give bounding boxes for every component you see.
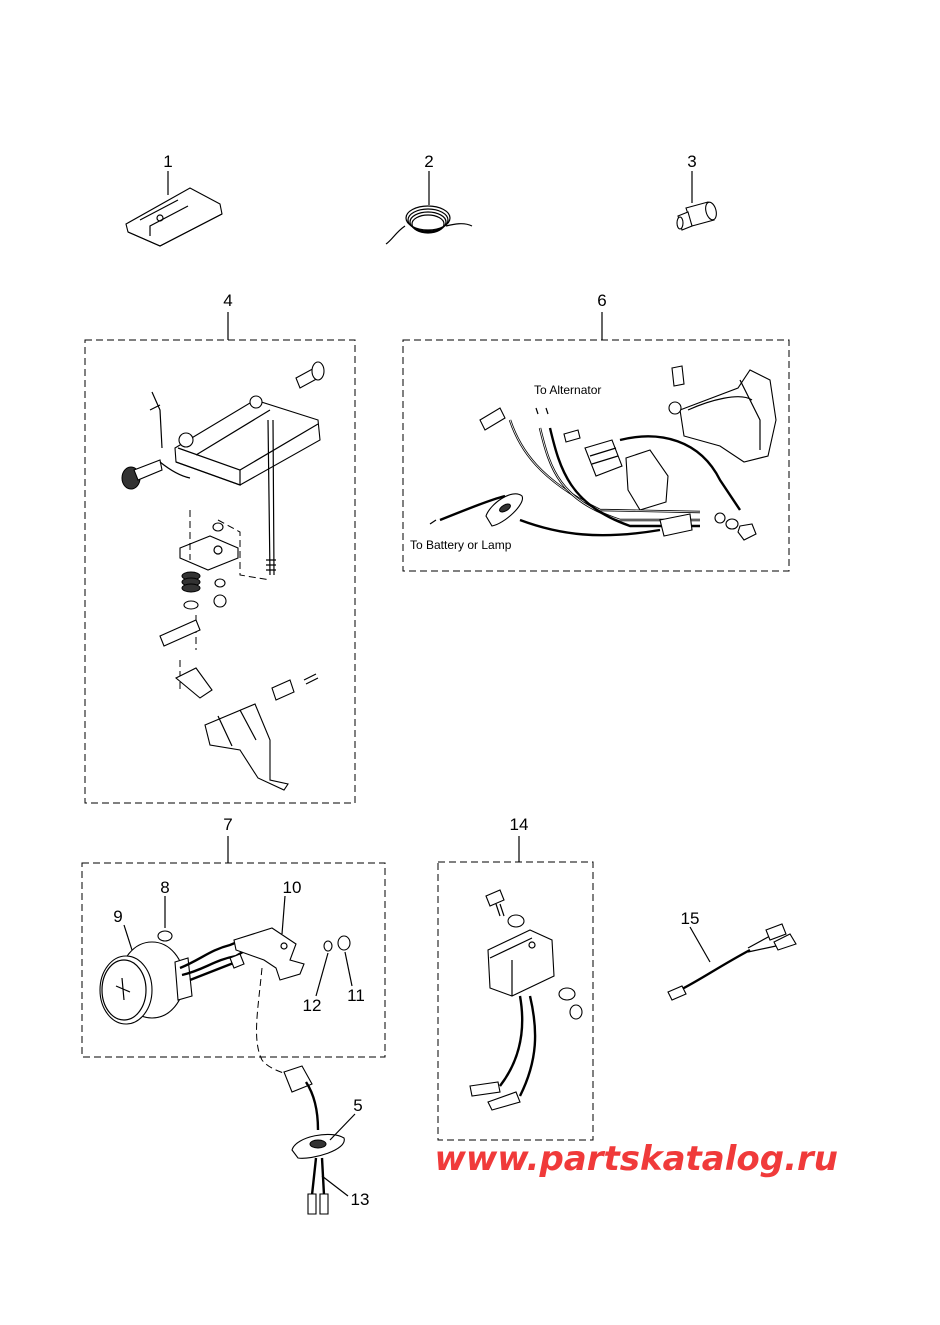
callout-6: 6: [597, 291, 606, 310]
callout-5: 5: [353, 1096, 362, 1115]
part-5-harness: [256, 967, 356, 1215]
callout-4: 4: [223, 291, 232, 310]
callout-13: 13: [351, 1190, 370, 1209]
callout-1: 1: [163, 152, 172, 171]
part-2-spring: [385, 171, 473, 245]
kit-4-frame: [84, 339, 356, 804]
kit-14-frame: [437, 861, 594, 1141]
callout-8: 8: [160, 878, 169, 897]
kit-6-frame: [402, 339, 790, 572]
part-3-pin: [676, 171, 717, 231]
callout-11: 11: [347, 986, 365, 1005]
watermark: www.partskatalog.ru: [434, 1139, 838, 1179]
callout-10: 10: [283, 878, 302, 897]
callout-12: 12: [303, 996, 322, 1015]
part-7-gauge-kit: [99, 895, 353, 1025]
callout-3: 3: [687, 152, 696, 171]
callout-15: 15: [681, 909, 700, 928]
callout-14: 14: [510, 815, 529, 834]
part-4-assembly: [121, 361, 325, 791]
part-6-rectifier-kit: [429, 365, 777, 541]
part-14-module: [469, 889, 583, 1111]
part-15-lead: [667, 923, 797, 1001]
callout-7: 7: [223, 815, 232, 834]
callout-2: 2: [424, 152, 433, 171]
part-1-pad: [125, 171, 223, 247]
note-to-battery: To Battery or Lamp: [410, 538, 512, 552]
note-to-alternator: To Alternator: [534, 383, 601, 397]
callout-9: 9: [113, 907, 122, 926]
kit-7-frame: [81, 862, 386, 1058]
